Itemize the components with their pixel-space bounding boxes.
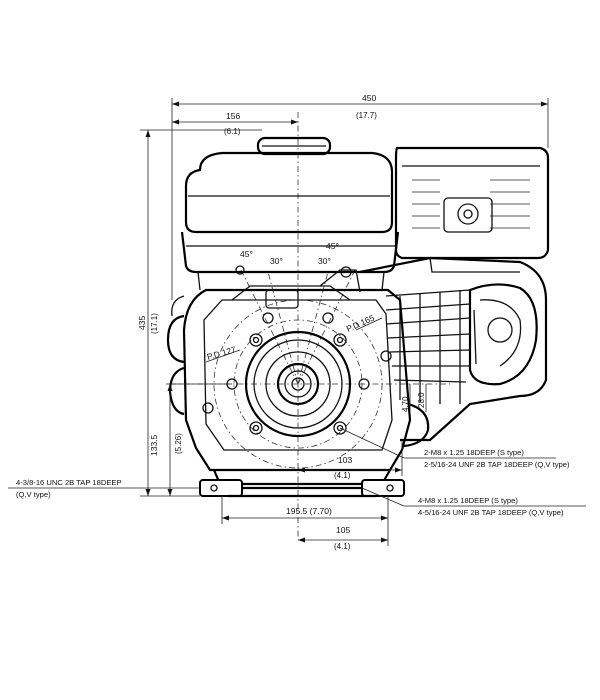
note-right-upper-2: 2-5/16-24 UNF 2B TAP 18DEEP (Q,V type): [424, 460, 570, 469]
crankcase: [166, 269, 430, 472]
base-width-label: 195.5 (7.70): [286, 506, 332, 516]
crankshaft-boss: [202, 265, 392, 469]
note-left-2: (Q,V type): [16, 490, 51, 499]
air-cleaner: [180, 136, 400, 291]
dimension-lines: [8, 98, 586, 546]
cylinder-fins: [359, 256, 548, 442]
center-lines: [170, 112, 450, 540]
angle-30-left-label: 30°: [270, 256, 283, 266]
bolt-spacing-label: 105: [336, 525, 350, 535]
left-offset-inch-label: (6.1): [224, 127, 241, 136]
left-offset-label: 156: [226, 111, 240, 121]
small-offset-a-label: 4.70: [401, 396, 410, 412]
fuel-tank: [394, 146, 550, 260]
height-inch-label: (17.1): [150, 313, 159, 334]
note-right-upper-1: 2-M8 x 1.25 18DEEP (S type): [424, 448, 524, 457]
thread-notes: 2-M8 x 1.25 18DEEP (S type) 2-5/16-24 UN…: [16, 448, 570, 517]
note-left-1: 4-3/8-16 UNC 2B TAP 18DEEP: [16, 478, 122, 487]
angle-30-right-label: 30°: [318, 256, 331, 266]
angle-45-left-label: 45°: [240, 249, 253, 259]
mount-offset-label: 103: [338, 455, 352, 465]
shaft-height-inch-label: (5.26): [174, 433, 183, 454]
bolt-spacing-inch-label: (4.1): [334, 542, 351, 551]
pcd-right-label: P.D 165: [345, 313, 376, 334]
note-right-lower-2: 4-5/16-24 UNF 2B TAP 18DEEP (Q,V type): [418, 508, 564, 517]
height-label: 435: [137, 316, 147, 330]
overall-width-inch-label: (17.7): [356, 111, 377, 120]
pcd-left-label: P.D 127: [206, 344, 237, 362]
engine-base: [199, 469, 405, 498]
overall-width-label: 450: [362, 93, 376, 103]
note-right-lower-1: 4-M8 x 1.25 18DEEP (S type): [418, 496, 518, 505]
small-offset-b-label: 28.0: [417, 392, 426, 408]
mount-offset-inch-label: (4.1): [334, 471, 351, 480]
shaft-height-label: 133.5: [149, 434, 159, 456]
angle-45-right-label: 45°: [326, 241, 339, 251]
